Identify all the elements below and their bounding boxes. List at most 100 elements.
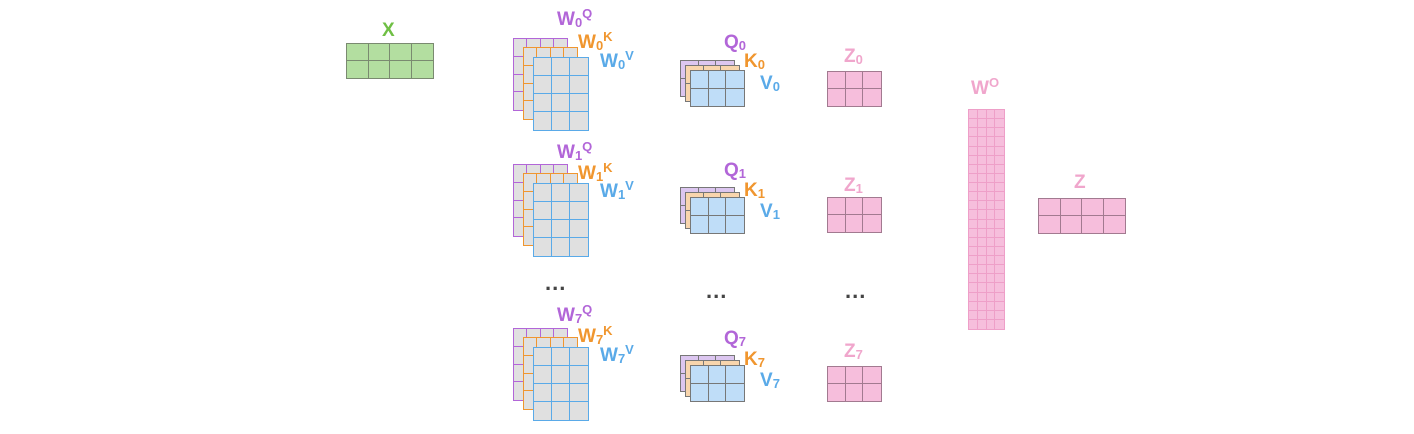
x-label: X xyxy=(382,21,395,40)
wq-0-base: W xyxy=(557,9,575,30)
wv-1-cell xyxy=(570,202,588,220)
z-7-cell xyxy=(863,384,881,401)
z-7-cell xyxy=(828,384,846,401)
z-1-cell xyxy=(828,215,846,232)
wv-7-cell xyxy=(534,366,552,384)
z-7-matrix xyxy=(827,366,882,402)
wo-cell xyxy=(977,292,987,302)
wo-cell xyxy=(969,256,978,266)
v-1-cell xyxy=(708,198,727,216)
wv-0-cell xyxy=(570,76,588,94)
wv-1-cell xyxy=(552,202,570,220)
wo-cell xyxy=(995,110,1004,120)
wo-cell xyxy=(986,137,996,147)
wv-0-cell xyxy=(534,58,552,76)
wq-7-base: W xyxy=(557,305,575,326)
x-cell xyxy=(369,61,390,78)
wq-0-sub: 0 xyxy=(574,14,583,30)
wo-cell xyxy=(995,283,1004,293)
q-1-label: Q1 xyxy=(724,161,746,180)
q-1-sub: 1 xyxy=(738,165,747,181)
ellipsis-w: ... xyxy=(545,270,567,295)
wo-base: W xyxy=(971,78,989,99)
wo-cell xyxy=(969,301,978,311)
wk-0-sup: K xyxy=(603,28,613,44)
x-cell xyxy=(390,61,412,78)
q-7-label: Q7 xyxy=(724,329,746,348)
wv-0-cell xyxy=(534,94,552,112)
wo-cell xyxy=(995,156,1004,165)
wv-1-cell xyxy=(552,238,570,256)
wo-cell xyxy=(977,137,987,147)
wk-0-label: W0K xyxy=(578,30,613,53)
wo-cell xyxy=(986,237,996,247)
wv-0-cell xyxy=(552,58,570,76)
wv-7-cell xyxy=(570,384,588,402)
wo-cell xyxy=(977,192,987,202)
wq-1-base: W xyxy=(557,142,575,163)
wv-0-base: W xyxy=(600,51,618,72)
x-matrix xyxy=(346,43,434,79)
wo-cell xyxy=(969,310,978,320)
v-0-cell xyxy=(691,71,709,89)
wk-0-base: W xyxy=(578,32,596,53)
v-0-base: V xyxy=(760,73,773,94)
wo-cell xyxy=(969,228,978,238)
wo-cell xyxy=(978,319,987,329)
v-7-cell xyxy=(726,366,744,384)
wo-cell xyxy=(995,302,1004,311)
k-1-label: K1 xyxy=(744,181,765,200)
wv-0-sub: 0 xyxy=(617,56,626,72)
wv-7-cell xyxy=(552,384,570,402)
wo-cell xyxy=(986,292,996,302)
wo-cell xyxy=(995,174,1004,183)
wo-cell xyxy=(995,247,1004,256)
wo-cell xyxy=(969,292,978,302)
k-1-base: K xyxy=(744,180,758,201)
ellipsis-qkv: ... xyxy=(706,278,728,303)
z-7-sub: 7 xyxy=(855,346,863,362)
v-1-matrix xyxy=(690,197,745,234)
wv-1-matrix xyxy=(533,183,589,257)
ellipsis-z: ... xyxy=(845,278,867,303)
wv-0-cell xyxy=(570,112,588,130)
x-cell xyxy=(347,44,369,61)
wk-1-base: W xyxy=(578,163,596,184)
wk-7-sub: 7 xyxy=(595,331,604,347)
v-7-cell xyxy=(708,366,727,384)
wo-cell xyxy=(995,274,1004,284)
wo-cell xyxy=(969,128,978,138)
wo-cell xyxy=(995,311,1004,320)
wk-7-cell xyxy=(524,338,538,356)
wv-7-matrix xyxy=(533,347,589,421)
wo-cell xyxy=(969,173,978,183)
wv-7-cell xyxy=(552,366,570,384)
wo-cell xyxy=(987,319,996,329)
wo-cell xyxy=(995,256,1004,266)
v-0-label: V0 xyxy=(760,74,780,93)
v-7-base: V xyxy=(760,370,773,391)
wv-0-cell xyxy=(552,112,570,130)
wo-cell xyxy=(977,173,987,183)
wv-1-cell xyxy=(534,238,552,256)
wo-cell xyxy=(986,219,996,229)
wv-1-cell xyxy=(552,220,570,238)
k-0-base: K xyxy=(744,51,758,72)
wv-7-sup: V xyxy=(625,341,634,357)
wo-cell xyxy=(969,246,978,256)
z-1-sub: 1 xyxy=(855,180,863,196)
z-0-cell xyxy=(846,89,864,106)
wv-0-cell xyxy=(570,94,588,112)
v-7-matrix xyxy=(690,365,745,402)
z-0-sub: 0 xyxy=(855,51,863,67)
q-1-base: Q xyxy=(724,160,739,181)
z-cell xyxy=(1061,216,1082,233)
z-cell xyxy=(1039,199,1061,216)
wo-cell xyxy=(977,219,987,229)
wo-cell xyxy=(977,283,987,293)
v-0-cell xyxy=(691,88,709,106)
wo-cell xyxy=(969,137,978,147)
z-1-base: Z xyxy=(844,175,856,196)
wo-cell xyxy=(986,283,996,293)
wk-7-base: W xyxy=(578,326,596,347)
